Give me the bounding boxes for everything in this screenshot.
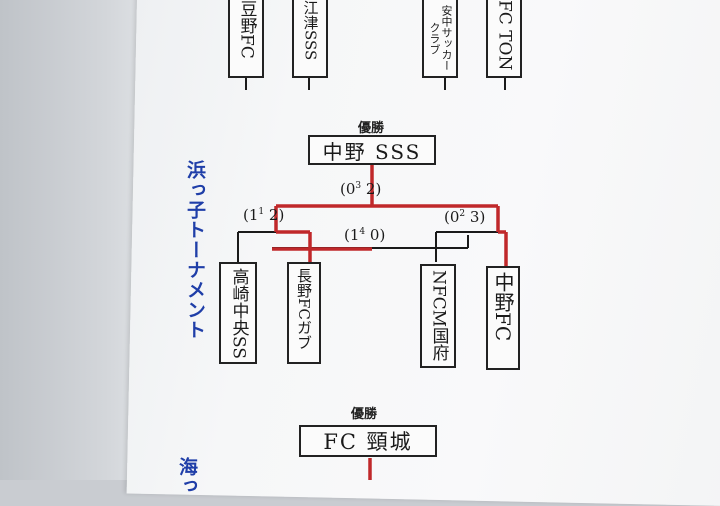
top-bracket-lines [245, 78, 506, 90]
semi-right-score: (02 3) [444, 208, 486, 226]
team-name: 長野FCガブ [295, 268, 313, 350]
team-name: 高崎中央SS [228, 268, 249, 359]
team-box-hama-4: 中野FC [486, 266, 520, 370]
third-place-score: (14 0) [344, 226, 386, 244]
team-box-hama-1: 高崎中央SS [219, 262, 257, 364]
champion-name: 中野 SSS [322, 139, 422, 164]
team-box-hama-2: 長野FCガブ [287, 262, 321, 364]
champion-box-hama: 中野 SSS [308, 135, 436, 165]
team-box-top-1: 豆野FC [228, 0, 264, 78]
section-title-umi: 海っ [176, 457, 198, 495]
team-name: 江津SSS [301, 0, 320, 61]
semi-left-score: (11 2) [243, 206, 285, 224]
final-score: (03 2) [340, 180, 382, 198]
champion-box-umi: FC 頸城 [299, 425, 437, 457]
team-box-hama-3: NFCM国府 [420, 264, 456, 368]
background-left [0, 0, 150, 480]
bracket-lines [237, 78, 508, 480]
winner-label-umi: 優勝 [351, 407, 378, 422]
hama-winner-path-red [272, 165, 508, 266]
winner-label-hama: 優勝 [358, 121, 385, 136]
team-name: 安中サッカークラブ [428, 5, 452, 71]
team-box-top-4: FC TON [486, 0, 522, 78]
team-name: FC TON [494, 0, 515, 71]
team-name: 中野FC [491, 272, 515, 342]
team-name: NFCM国府 [428, 270, 449, 362]
team-box-top-2: 江津SSS [292, 0, 328, 78]
section-title-hama: 浜っ子トーナメント [184, 160, 206, 340]
champion-name: FC 頸城 [323, 430, 413, 454]
team-name: 豆野FC [236, 0, 257, 59]
team-box-top-3: 安中サッカークラブ [422, 0, 458, 78]
